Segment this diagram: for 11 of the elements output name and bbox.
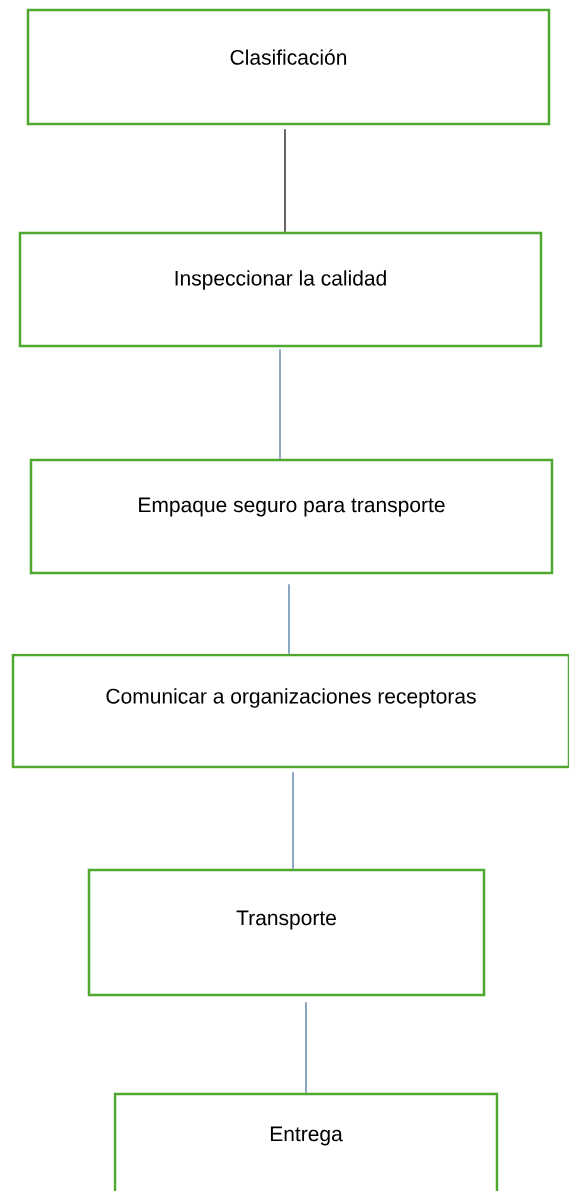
process-box: Entrega xyxy=(113,1092,499,1191)
connector-line xyxy=(288,583,290,655)
connector-line xyxy=(292,771,294,870)
process-box: Transporte xyxy=(87,868,486,997)
process-box: Clasificación xyxy=(26,8,551,126)
process-box: Empaque seguro para transporte xyxy=(29,458,554,575)
process-box: Comunicar a organizaciones receptoras xyxy=(11,653,569,769)
connector-line xyxy=(279,348,281,460)
process-box: Inspeccionar la calidad xyxy=(18,231,543,348)
connector-line xyxy=(305,1001,307,1094)
connector-line xyxy=(284,128,286,233)
